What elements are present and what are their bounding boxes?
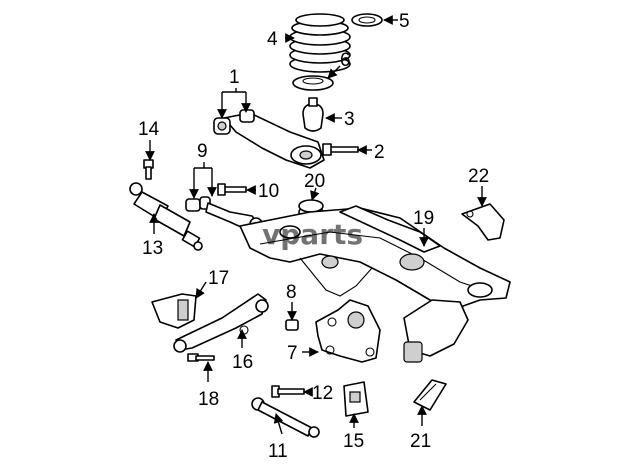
coil-spring-part bbox=[289, 13, 351, 73]
callout-12: 12 bbox=[312, 383, 333, 404]
watermark-text: vparts bbox=[262, 218, 363, 251]
callout-10: 10 bbox=[258, 181, 279, 202]
bolt-14-part bbox=[143, 159, 154, 180]
callout-16: 16 bbox=[232, 352, 253, 373]
callout-18: 18 bbox=[198, 389, 219, 410]
bolt-part bbox=[322, 143, 359, 156]
callout-13: 13 bbox=[142, 238, 163, 259]
callout-8: 8 bbox=[286, 282, 297, 303]
callout-numbers: 1 2 3 4 5 6 7 8 9 10 11 12 13 14 15 16 1… bbox=[138, 11, 489, 462]
callout-4: 4 bbox=[267, 29, 278, 50]
subframe-crossmember-part bbox=[239, 205, 511, 311]
lower-arm-part bbox=[173, 293, 269, 353]
knuckle-part bbox=[315, 299, 381, 363]
shock-absorber-part bbox=[129, 182, 203, 251]
upper-control-arm-part bbox=[213, 109, 325, 169]
callout-15: 15 bbox=[343, 431, 364, 452]
knuckle-right-part bbox=[403, 299, 469, 363]
bracket-22-part bbox=[461, 203, 505, 241]
bracket-15-part bbox=[343, 381, 369, 417]
callout-22: 22 bbox=[468, 166, 489, 187]
bracket-17-part bbox=[151, 293, 197, 329]
callout-1: 1 bbox=[229, 67, 240, 88]
bump-stop-part bbox=[302, 97, 324, 132]
bolt-12-part bbox=[271, 385, 305, 398]
bolt-18-part bbox=[187, 353, 215, 362]
upper-insulator-part bbox=[351, 13, 383, 27]
nut-part bbox=[285, 319, 299, 331]
callout-11: 11 bbox=[268, 441, 288, 462]
guard-21-part bbox=[413, 379, 447, 411]
callout-20: 20 bbox=[304, 171, 325, 192]
callout-2: 2 bbox=[374, 142, 385, 163]
bolt-10-part bbox=[217, 183, 247, 196]
callout-3: 3 bbox=[344, 109, 355, 130]
callout-6: 6 bbox=[340, 50, 351, 71]
callout-7: 7 bbox=[287, 343, 298, 364]
callout-5: 5 bbox=[399, 11, 410, 32]
callout-9: 9 bbox=[197, 141, 208, 162]
callout-21: 21 bbox=[410, 431, 431, 452]
callout-19: 19 bbox=[413, 208, 434, 229]
toe-link-part bbox=[251, 397, 320, 438]
lower-insulator-part bbox=[292, 75, 334, 91]
callout-14: 14 bbox=[138, 119, 160, 140]
leader-lines bbox=[145, 15, 487, 435]
callout-17: 17 bbox=[208, 268, 229, 289]
